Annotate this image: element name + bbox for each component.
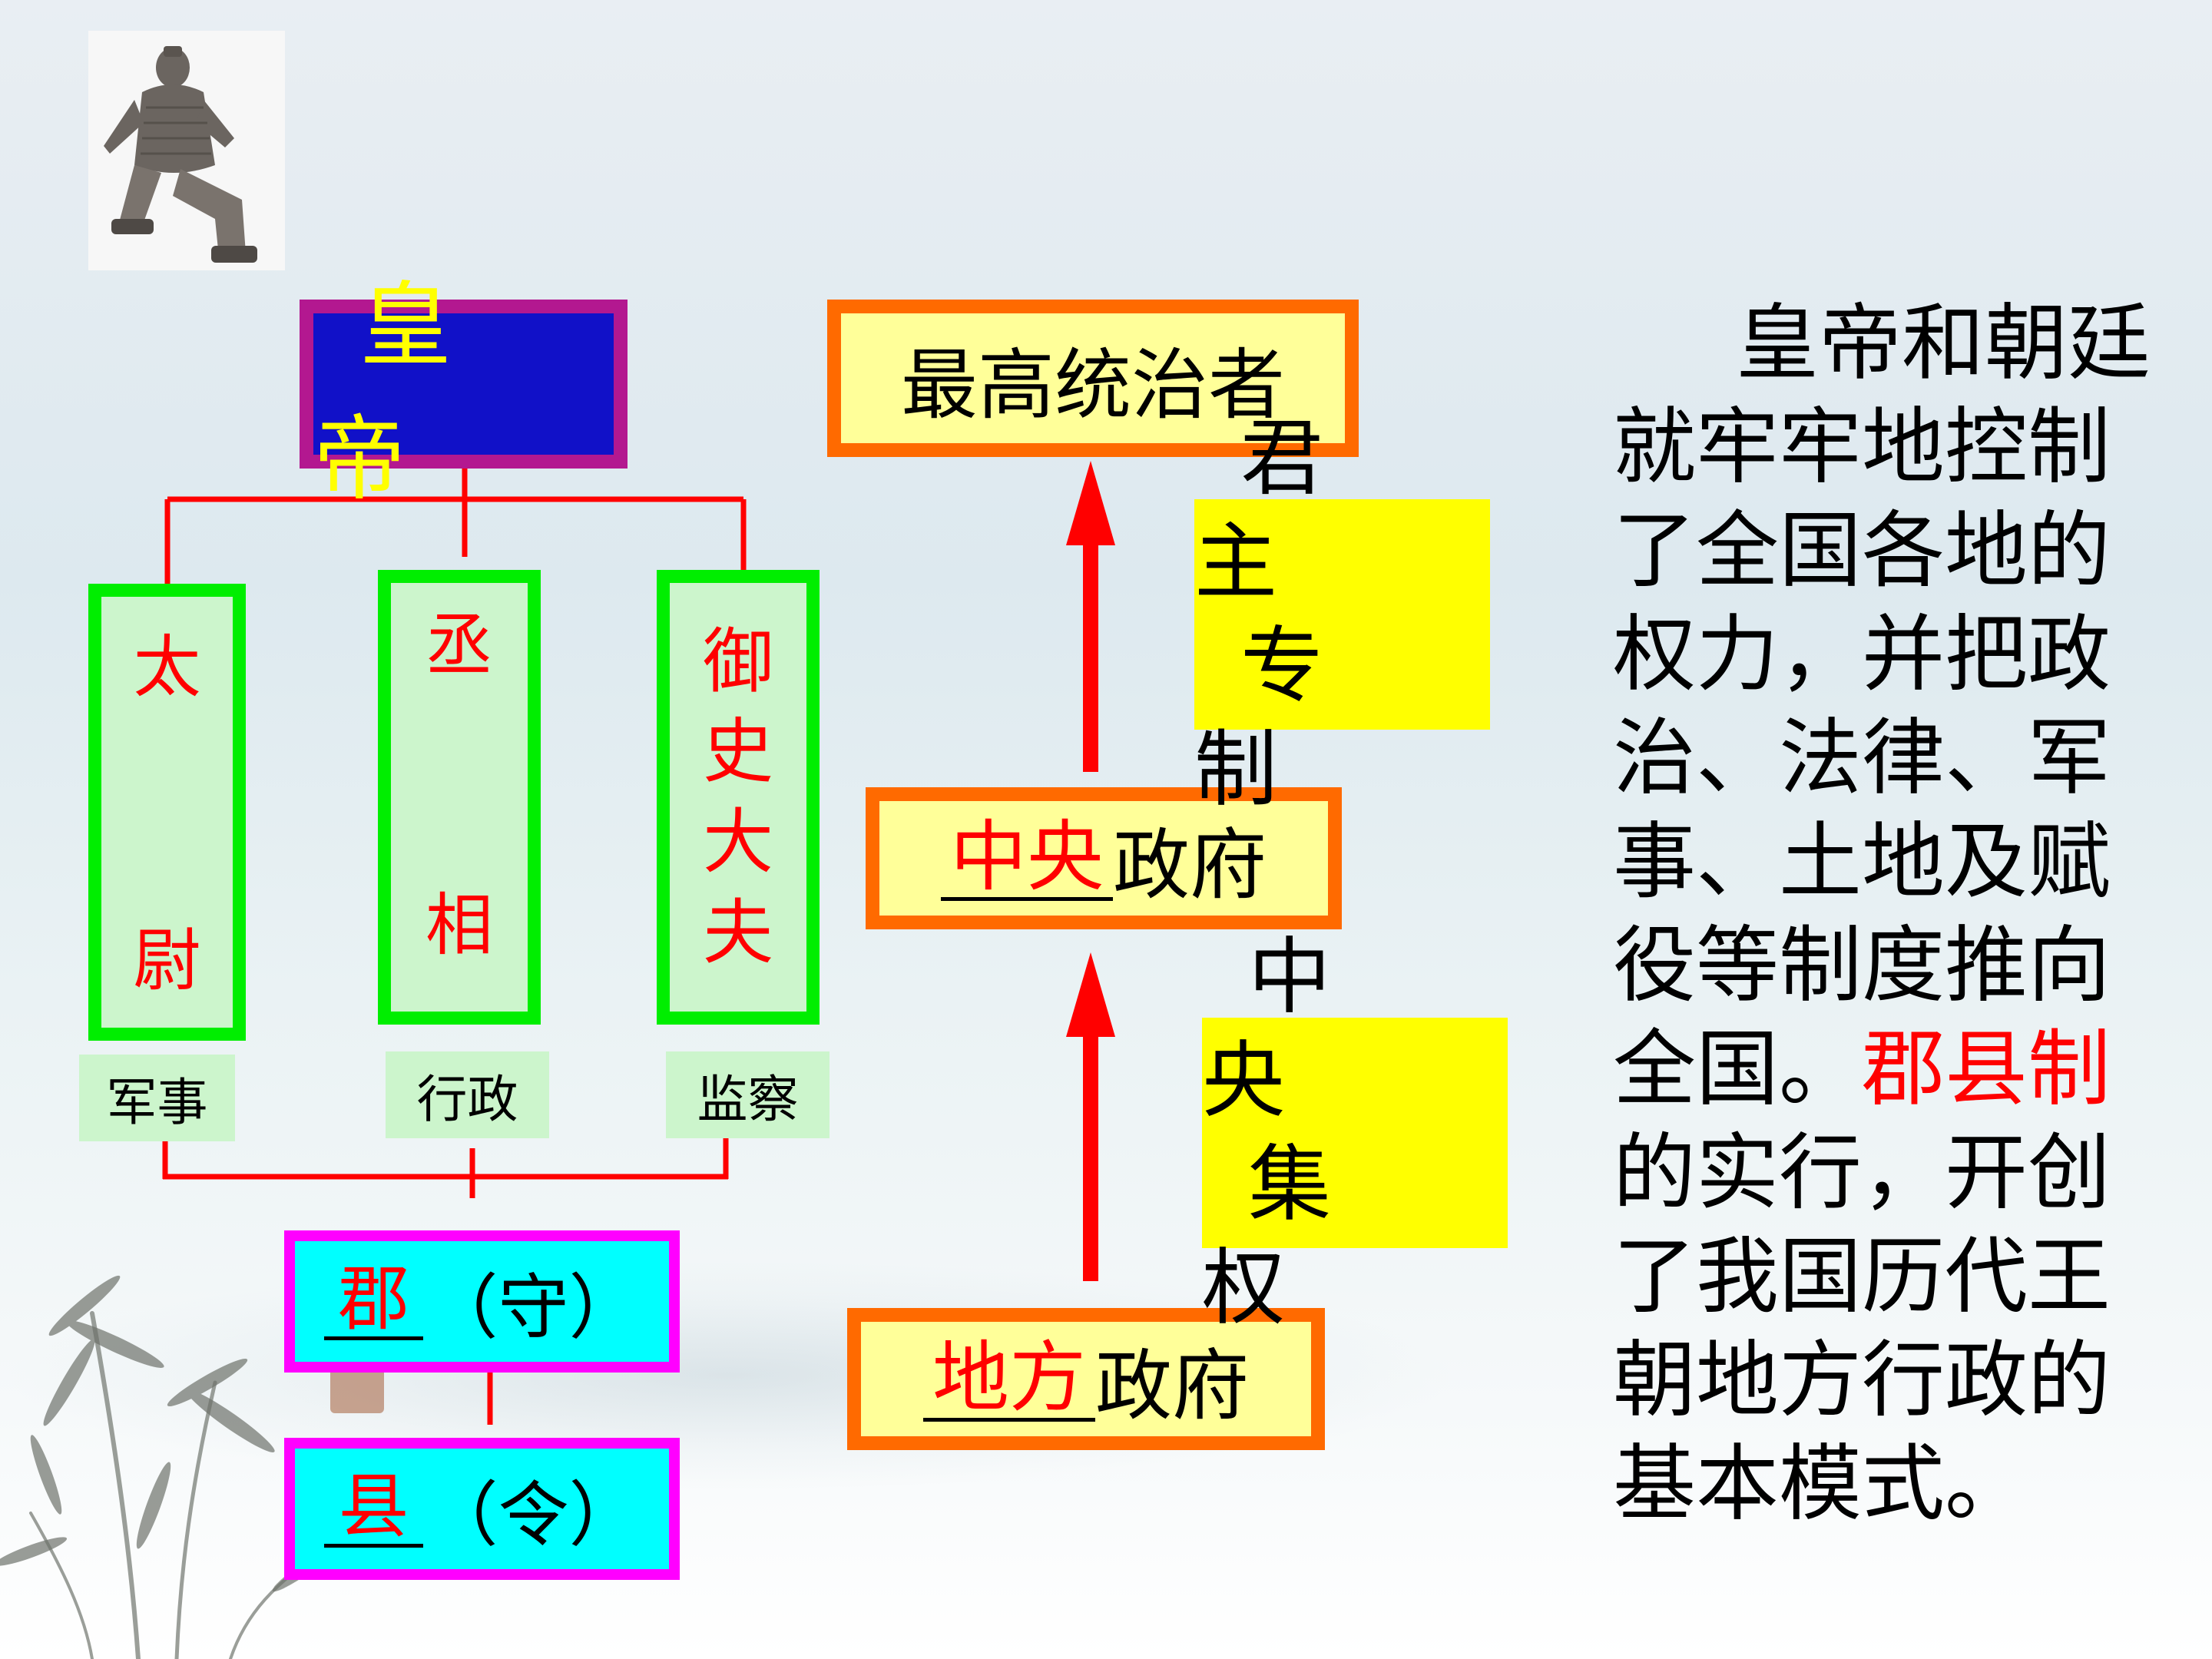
role-label-administration: 行政 <box>386 1051 549 1138</box>
emperor-box: 皇帝 <box>300 300 628 469</box>
commandery-answer: 郡 <box>324 1263 422 1341</box>
local-government-answer: 地方 <box>923 1337 1095 1422</box>
minister-title-char: 太 <box>133 628 200 707</box>
centralization-line: 中 央 <box>1202 926 1508 1133</box>
minister-title-char: 夫 <box>703 888 773 979</box>
commandery-suffix: （守） <box>428 1250 640 1353</box>
centralization-line: 集 权 <box>1202 1133 1508 1340</box>
explanation-paragraph: 皇帝和朝廷就牢牢地控制了全国各地的权力，并把政治、法律、军事、土地及赋役等制度推… <box>1613 292 2151 1536</box>
paragraph-text-part2: 的实行，开创了我国历代王朝地方行政的基本模式。 <box>1613 1125 2111 1532</box>
paragraph-highlight: 郡县制 <box>1862 1022 2111 1118</box>
minister-box-yushi: 御 史 大 夫 <box>657 570 820 1025</box>
role-label-military: 军事 <box>79 1055 235 1141</box>
county-suffix: （令） <box>428 1458 640 1560</box>
role-label-supervision: 监察 <box>666 1051 830 1138</box>
minister-title-char: 大 <box>703 797 773 888</box>
county-box: 县 （令） <box>284 1438 680 1580</box>
minister-title-char: 御 <box>703 617 773 707</box>
autocracy-label-box: 君 主 专 制 <box>1194 499 1490 730</box>
centralization-label-box: 中 央 集 权 <box>1202 1018 1508 1248</box>
autocracy-line: 专 制 <box>1194 614 1490 822</box>
minister-box-taiwei: 太 尉 <box>88 584 246 1041</box>
minister-title-char: 史 <box>703 707 773 797</box>
paragraph-text-part1: 皇帝和朝廷就牢牢地控制了全国各地的权力，并把政治、法律、军事、土地及赋役等制度推… <box>1613 296 2151 1118</box>
emperor-label: 皇帝 <box>313 313 614 455</box>
minister-title-char: 丞 <box>426 606 493 686</box>
minister-box-chengxiang: 丞 相 <box>378 570 541 1025</box>
minister-title-char: 相 <box>426 886 493 965</box>
minister-title-char: 尉 <box>133 921 200 1001</box>
county-answer: 县 <box>324 1470 422 1548</box>
autocracy-line: 君 主 <box>1194 407 1490 614</box>
central-government-answer: 中央 <box>941 816 1113 901</box>
commandery-box: 郡 （守） <box>284 1230 680 1373</box>
